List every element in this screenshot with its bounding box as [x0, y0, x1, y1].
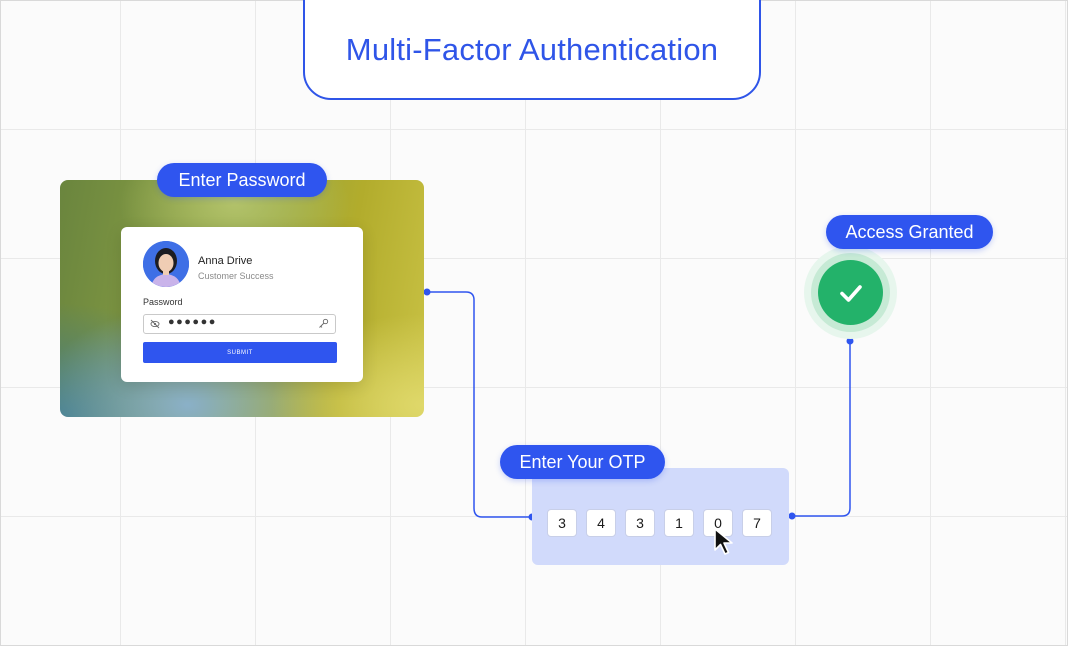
submit-button[interactable]: SUBMIT	[143, 342, 337, 363]
connector-otp-to-access	[792, 341, 851, 517]
check-icon	[839, 284, 862, 302]
eye-off-icon[interactable]	[150, 319, 160, 329]
avatar	[143, 241, 189, 287]
key-icon	[319, 318, 329, 328]
otp-digit-1[interactable]: 3	[547, 509, 577, 537]
step-label-password: Enter Password	[157, 163, 327, 197]
cursor-icon	[714, 528, 733, 555]
step-label-otp: Enter Your OTP	[500, 445, 665, 479]
avatar-icon	[143, 241, 189, 287]
step-label-access: Access Granted	[826, 215, 993, 249]
success-badge	[818, 260, 883, 325]
password-field[interactable]: ●●●●●●	[143, 314, 336, 334]
password-mask: ●●●●●●	[168, 316, 217, 328]
user-name: Anna Drive	[198, 255, 253, 267]
otp-digit-6[interactable]: 7	[742, 509, 772, 537]
diagram-title: Multi-Factor Authentication	[345, 32, 719, 67]
connector-dot	[423, 288, 431, 296]
title-box: Multi-Factor Authentication	[303, 0, 761, 100]
otp-digit-3[interactable]: 3	[625, 509, 655, 537]
otp-digit-2[interactable]: 4	[586, 509, 616, 537]
login-card: Anna Drive Customer Success Password ●●●…	[121, 227, 363, 382]
connector-dot	[788, 512, 796, 520]
password-label: Password	[143, 297, 183, 307]
connector-password-to-otp	[427, 291, 532, 518]
user-role: Customer Success	[198, 271, 274, 281]
otp-digit-4[interactable]: 1	[664, 509, 694, 537]
